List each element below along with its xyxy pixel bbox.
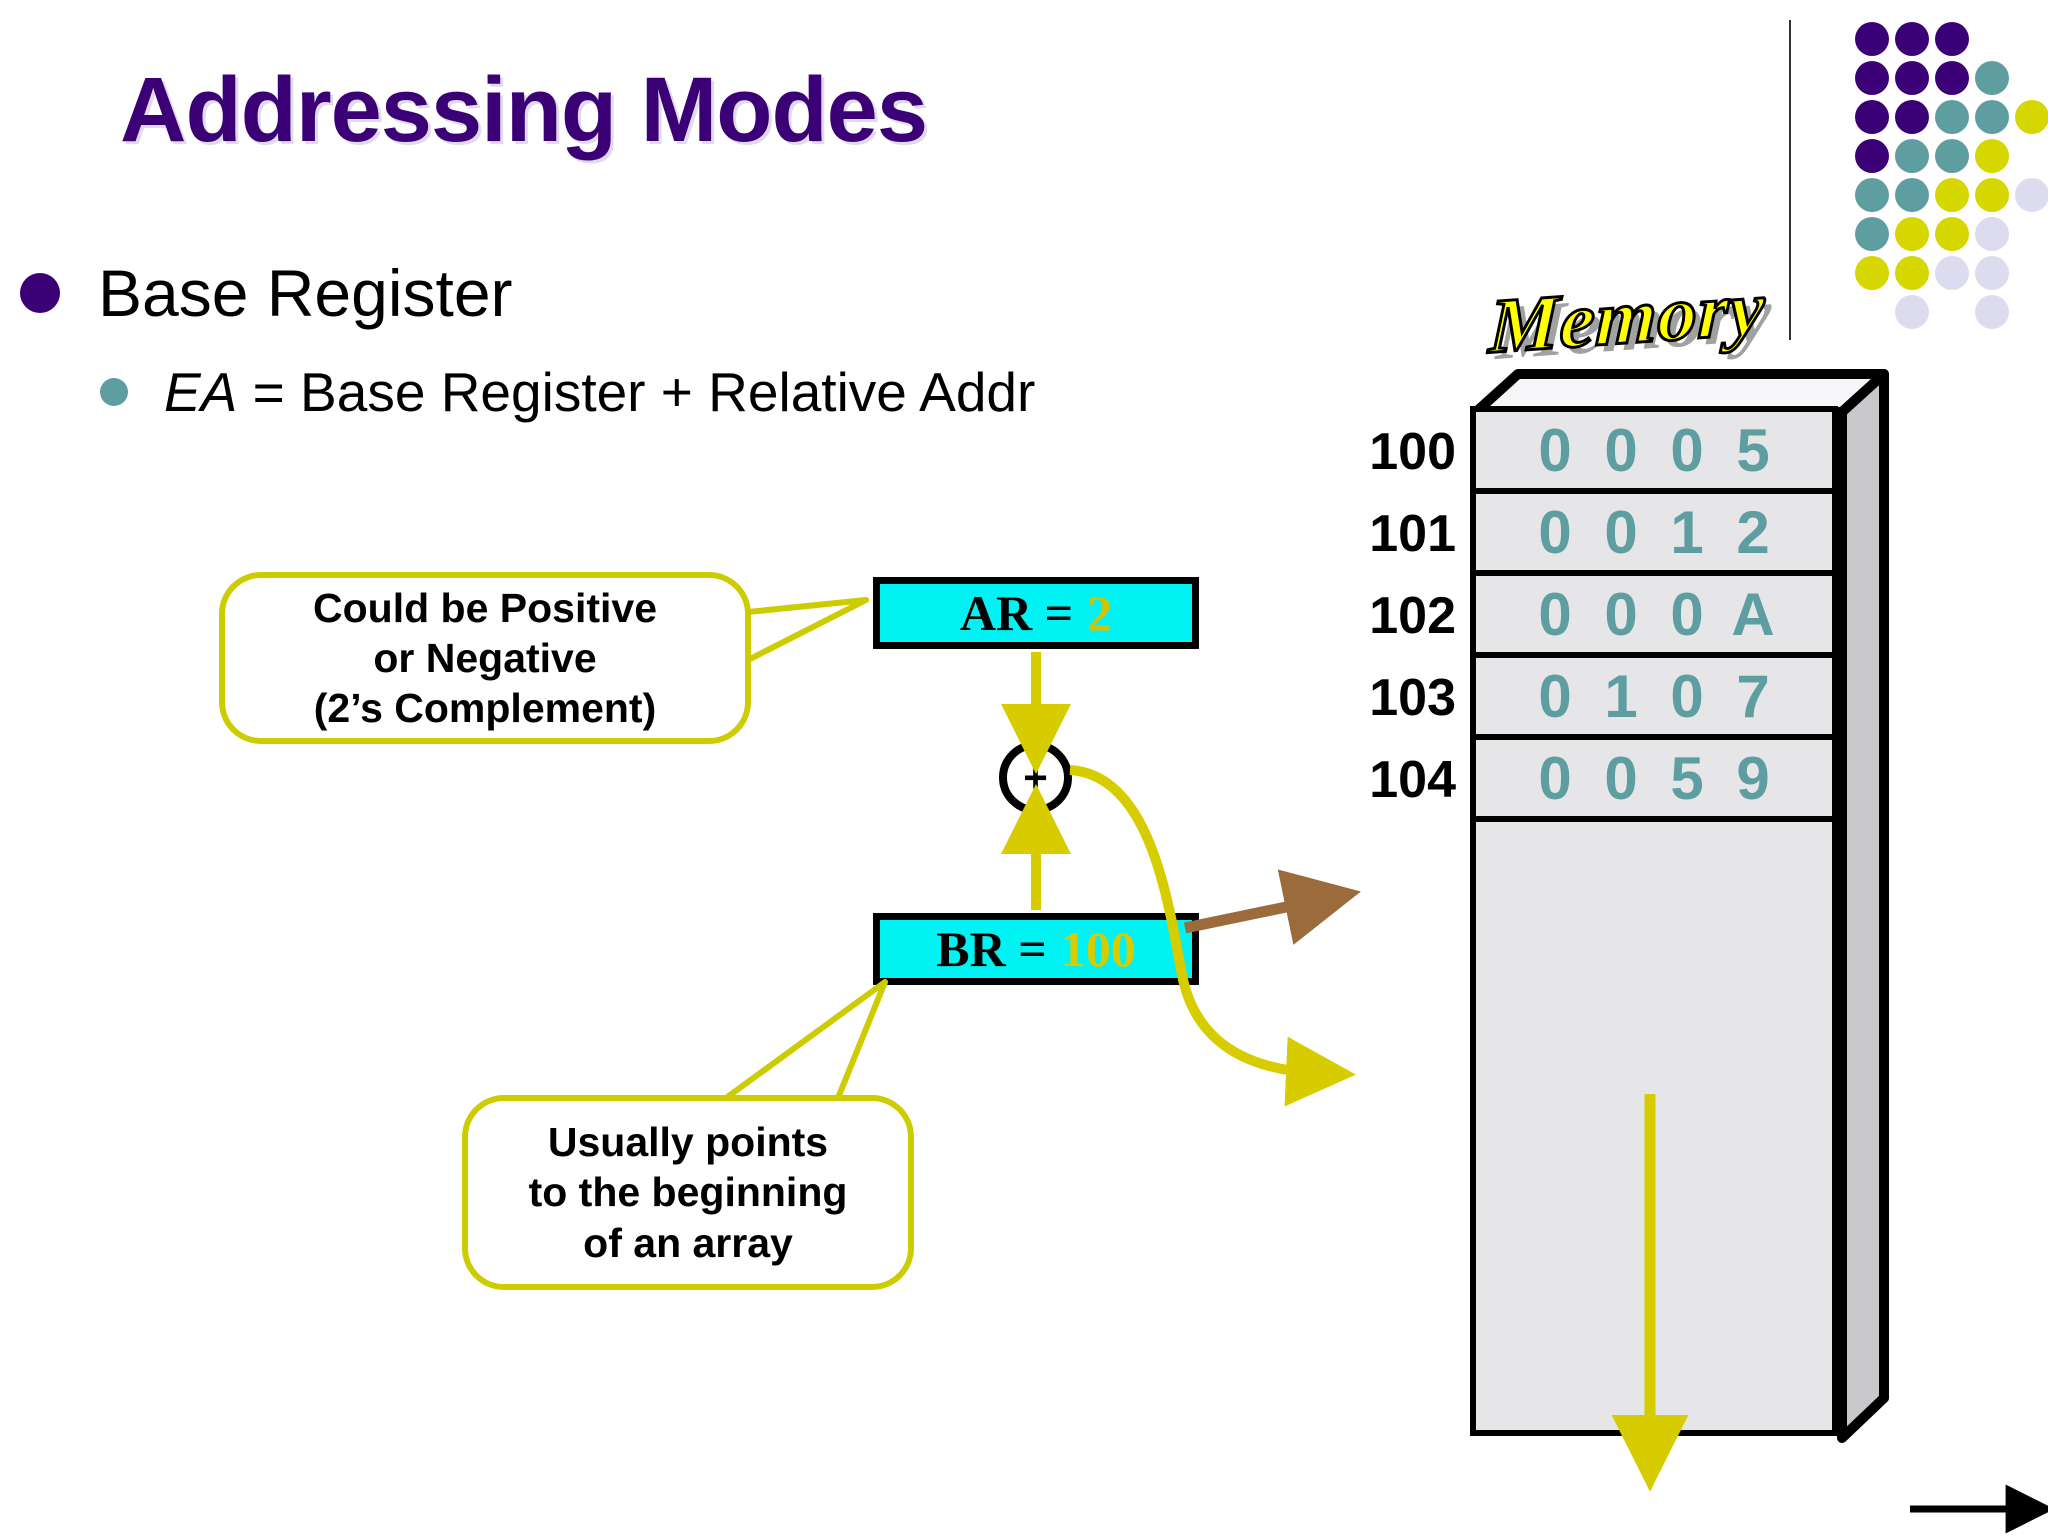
memory-address-label: 102 [1369, 587, 1456, 645]
grid-dot-icon [1895, 139, 1929, 173]
memory-nibble: 7 [1736, 662, 1770, 730]
memory-address-label: 101 [1369, 505, 1456, 563]
br-label: BR = [936, 921, 1047, 977]
memory-nibble: 0 [1538, 580, 1572, 648]
grid-dot-icon [1935, 139, 1969, 173]
grid-dot-icon [1895, 217, 1929, 251]
callout-ar-note: Could be Positive or Negative (2’s Compl… [219, 572, 751, 744]
bullet-dot-icon [20, 273, 60, 313]
grid-dot-icon [1935, 178, 1969, 212]
grid-dot-icon [1855, 178, 1889, 212]
grid-dot-icon [1975, 256, 2009, 290]
callout-ar-line-3: (2’s Complement) [313, 685, 657, 731]
memory-nibble: 0 [1538, 498, 1572, 566]
memory-nibble: 1 [1670, 498, 1704, 566]
memory-nibble: 1 [1604, 662, 1638, 730]
grid-dot-icon [1855, 61, 1889, 95]
memory-nibble: 0 [1604, 580, 1638, 648]
memory-nibble: 0 [1538, 744, 1572, 812]
grid-dot-icon [1895, 22, 1929, 56]
memory-nibble: 0 [1604, 744, 1638, 812]
grid-dot-icon [1935, 61, 1969, 95]
arrow-br-to-100 [1183, 869, 1361, 945]
grid-dot-icon [1975, 61, 2009, 95]
grid-dot-icon [1975, 100, 2009, 134]
page-title: Addressing Modes [120, 59, 928, 161]
memory-address-label: 103 [1369, 669, 1456, 727]
grid-dot-icon [1935, 22, 1969, 56]
ea-rest: = Base Register + Relative Addr [237, 361, 1036, 423]
memory-row[interactable] [1476, 822, 1832, 986]
grid-dot-icon [1855, 256, 1889, 290]
sub-bullet-dot-icon [100, 378, 128, 406]
bullet-item-base-register: Base Register [20, 255, 513, 331]
memory-nibble: 0 [1538, 416, 1572, 484]
grid-dot-icon [1975, 295, 2009, 329]
callout-ar-line-2: or Negative [373, 634, 597, 681]
callout-br-line-1: Usually points [547, 1119, 829, 1166]
memory-nibble: 0 [1604, 416, 1638, 484]
callout-br-line-3: of an array [583, 1219, 793, 1266]
grid-dot-icon [1895, 61, 1929, 95]
callout-br-note: Usually points to the beginning of an ar… [462, 1095, 914, 1290]
grid-dot-icon [1935, 100, 1969, 134]
grid-dot-icon [1855, 217, 1889, 251]
grid-dot-icon [1935, 256, 1969, 290]
grid-dot-icon [1895, 256, 1929, 290]
bullet-item-ea-formula: EA = Base Register + Relative Addr [100, 360, 1035, 424]
grid-dot-icon [1855, 139, 1889, 173]
callout-ar-tail [745, 597, 869, 663]
grid-dot-icon [2015, 100, 2048, 134]
memory-nibble: 5 [1670, 744, 1704, 812]
memory-address-label: 104 [1369, 751, 1456, 809]
grid-dot-icon [1895, 100, 1929, 134]
callout-br-line-2: to the beginning [528, 1169, 848, 1216]
grid-dot-icon [1975, 139, 2009, 173]
memory-nibble: A [1731, 580, 1775, 648]
base-register-box[interactable]: BR = 100 [873, 913, 1199, 985]
callout-br-tail [723, 979, 888, 1101]
memory-nibble: 5 [1736, 416, 1770, 484]
adder-plus-icon: + [999, 741, 1072, 814]
decorative-hairline [1789, 20, 1791, 340]
grid-dot-icon [2015, 178, 2048, 212]
memory-nibble: 0 [1604, 498, 1638, 566]
memory-address-label: 100 [1369, 423, 1456, 481]
grid-dot-icon [1855, 22, 1889, 56]
grid-dot-icon [1975, 178, 2009, 212]
memory-nibble: 2 [1736, 498, 1770, 566]
grid-dot-icon [1895, 178, 1929, 212]
grid-dot-icon [1855, 100, 1889, 134]
memory-nibble: 9 [1736, 744, 1770, 812]
grid-dot-icon [1935, 217, 1969, 251]
ea-italic: EA [164, 361, 238, 423]
address-register-box[interactable]: AR = 2 [873, 577, 1199, 649]
grid-dot-icon [1895, 295, 1929, 329]
memory-block-3d-shell [1471, 369, 1889, 1443]
bullet-label: Base Register [98, 256, 513, 330]
callout-ar-line-1: Could be Positive [313, 584, 657, 631]
ar-label: AR = [959, 585, 1074, 641]
br-value: 100 [1060, 921, 1136, 977]
memory-nibble: 0 [1670, 416, 1704, 484]
memory-nibble: 0 [1670, 580, 1704, 648]
ar-value: 2 [1087, 585, 1113, 641]
sub-bullet-label: EA = Base Register + Relative Addr [164, 360, 1035, 424]
memory-heading: Memory [1486, 262, 1768, 371]
grid-dot-icon [1975, 217, 2009, 251]
decorative-dot-grid [1855, 22, 2048, 329]
memory-nibble: 0 [1538, 662, 1572, 730]
memory-nibble: 0 [1670, 662, 1704, 730]
